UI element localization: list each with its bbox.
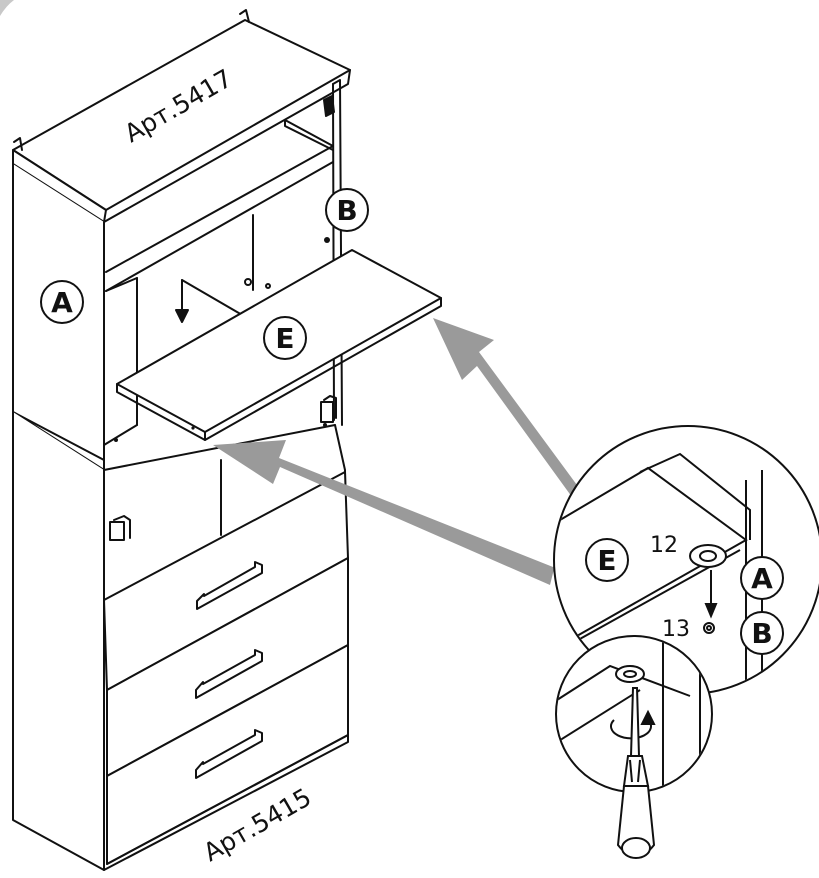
page-corner — [0, 0, 14, 16]
part-number-12: 12 — [650, 533, 678, 558]
part-number-13: 13 — [662, 617, 690, 642]
label-b-bubble: B — [325, 188, 369, 232]
label-a: A — [51, 286, 73, 319]
label-e: E — [275, 322, 294, 355]
label-a-bubble: A — [40, 280, 84, 324]
detail-e-bubble: E — [585, 538, 629, 582]
detail-a-bubble: A — [740, 556, 784, 600]
door-hinge-icon — [320, 401, 334, 423]
screwdriver-icon — [616, 687, 656, 859]
detail-b-bubble: B — [740, 611, 784, 655]
detail-label-b: B — [751, 617, 772, 650]
detail-label-a: A — [751, 562, 773, 595]
upper-cabinet — [12, 9, 351, 471]
detail-label-e: E — [597, 544, 616, 577]
direction-arrows — [213, 318, 601, 585]
tool-detail-circle — [555, 635, 713, 859]
lower-cabinet — [12, 411, 349, 871]
label-b: B — [336, 194, 357, 227]
label-e-bubble: E — [263, 316, 307, 360]
drawer-handle-icon — [195, 561, 263, 779]
lower-left-side — [12, 411, 105, 871]
